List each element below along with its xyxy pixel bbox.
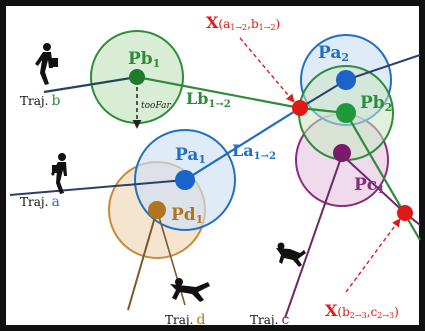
- point-pa2: [336, 70, 356, 90]
- x-top-mid: ,b: [247, 17, 259, 31]
- x-bottom-pointer: [345, 218, 401, 293]
- svg-text:Lb1→2: Lb1→2: [186, 89, 231, 110]
- x-bottom-main: X: [325, 301, 338, 320]
- pb1-sub: 1: [153, 57, 161, 70]
- pd1-sub: 1: [196, 213, 204, 226]
- svg-text:Pb1: Pb1: [128, 49, 160, 70]
- svg-text:La1→2: La1→2: [232, 141, 276, 162]
- lb12-label: Lb: [186, 89, 208, 108]
- traj-a-label: Traj.: [20, 195, 48, 209]
- svg-text:X(b2→3,c2→3): X(b2→3,c2→3): [325, 301, 399, 320]
- traj-b-letter: b: [51, 93, 60, 109]
- pc1-sub: 1: [377, 183, 385, 196]
- svg-text:Pb2: Pb2: [360, 93, 392, 114]
- walker-b-icon: [35, 43, 58, 85]
- traj-c-letter: c: [281, 312, 289, 328]
- x-top-main: X: [206, 13, 219, 32]
- x-bottom-sub1: 2→3: [350, 311, 367, 320]
- trajectory-b-line-head: [43, 76, 138, 93]
- pa1-sub: 1: [198, 153, 206, 166]
- runner-d-icon: [170, 278, 210, 302]
- too-far-label: tooFar: [141, 101, 171, 111]
- svg-text:Traj.c: Traj.c: [250, 312, 289, 328]
- traj-d-label: Traj.: [165, 313, 193, 327]
- pb2-sub: 2: [385, 101, 393, 114]
- traj-b-label: Traj.: [20, 94, 48, 108]
- pa2-sub: 2: [341, 51, 349, 64]
- trajectory-a-segment: [184, 107, 301, 181]
- traj-d-letter: d: [196, 312, 205, 328]
- la12-label: La: [232, 141, 254, 160]
- x-bottom-end: ): [394, 305, 399, 319]
- svg-text:Pa2: Pa2: [318, 43, 349, 64]
- pb1-label: Pb: [128, 49, 153, 69]
- pb2-label: Pb: [360, 93, 385, 113]
- la12-sub: 1→2: [254, 151, 276, 162]
- pa2-label: Pa: [318, 43, 341, 63]
- trajectory-c-line-2: [341, 154, 406, 214]
- point-pb2: [336, 103, 356, 123]
- traj-c-label: Traj.: [250, 313, 278, 327]
- point-pc1: [333, 144, 351, 162]
- svg-text:Pc1: Pc1: [354, 175, 385, 196]
- svg-text:Traj.b: Traj.b: [20, 93, 60, 109]
- point-pd1: [148, 201, 166, 219]
- walker-a-icon: [51, 153, 67, 194]
- x-bottom-args: (b: [337, 305, 350, 319]
- pa1-label: Pa: [175, 145, 198, 165]
- svg-text:Traj.a: Traj.a: [20, 194, 60, 210]
- point-pa1: [175, 170, 195, 190]
- x-top-args: (a: [218, 17, 230, 31]
- x-top-sub2: 1→2: [259, 23, 276, 32]
- intersection-ab: [292, 100, 308, 116]
- point-pb1: [129, 69, 145, 85]
- runner-c-icon: [276, 242, 306, 267]
- x-top-sub1: 1→2: [230, 23, 247, 32]
- pc1-label: Pc: [354, 175, 377, 195]
- svg-text:Pd1: Pd1: [171, 205, 203, 226]
- lb12-sub: 1→2: [208, 99, 230, 110]
- svg-text:Traj.d: Traj.d: [165, 312, 205, 328]
- traj-a-letter: a: [51, 194, 59, 210]
- x-bottom-mid: ,c: [367, 305, 378, 319]
- x-top-end: ): [276, 17, 281, 31]
- x-top-pointer: [239, 37, 295, 103]
- svg-text:Pa1: Pa1: [175, 145, 206, 166]
- trajectory-c-line: [284, 154, 343, 319]
- trajectory-d-line: [127, 209, 158, 311]
- x-bottom-sub2: 2→3: [377, 311, 394, 320]
- svg-text:X(a1→2,b1→2): X(a1→2,b1→2): [206, 13, 280, 32]
- pd1-label: Pd: [171, 205, 196, 225]
- intersection-bc: [397, 205, 413, 221]
